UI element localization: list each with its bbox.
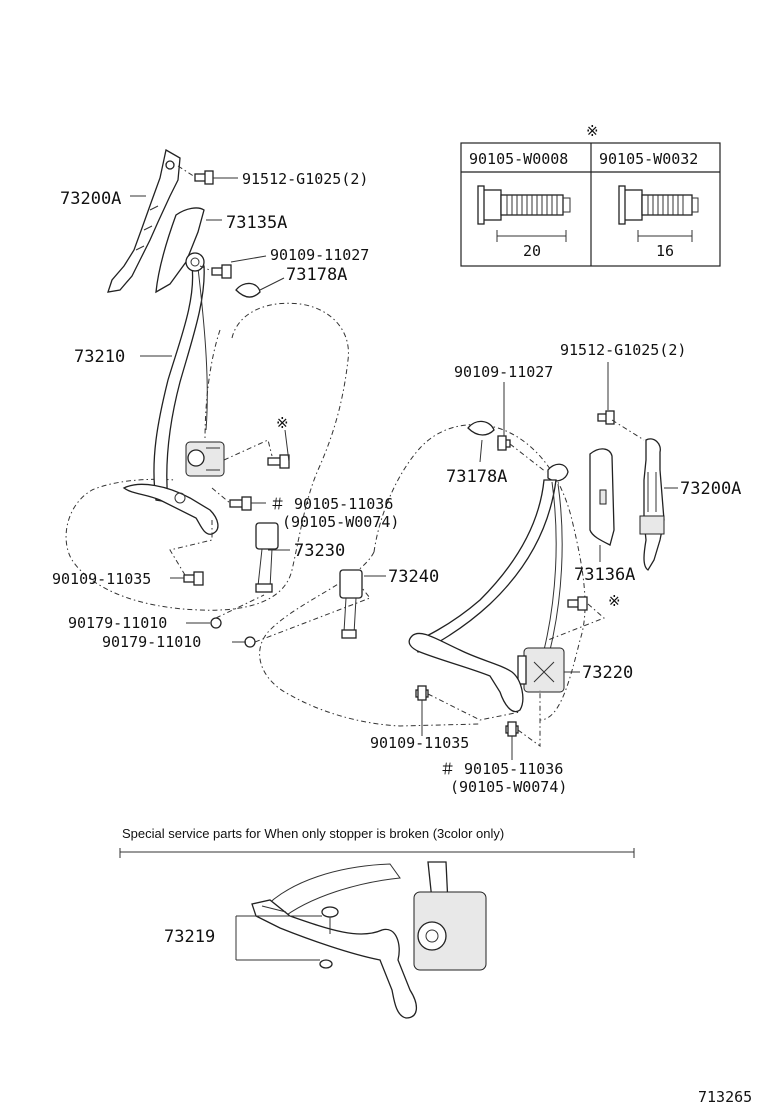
bolt-90105-11036-left	[229, 496, 252, 511]
label-73135a: 73135A	[226, 213, 287, 233]
label-90179-11010-b: 90179-11010	[102, 633, 201, 651]
leader-lines-left	[130, 165, 371, 643]
bolt-table: ※ 90105-W0008 90105-W0032 20	[460, 122, 721, 267]
bolt-mark-left	[267, 454, 290, 469]
left-seat-outline	[65, 302, 349, 611]
bolt-90105-11036-right	[505, 721, 519, 737]
buckle-73240	[339, 569, 363, 639]
bolt-90109-11035-right	[415, 685, 429, 701]
clip-73178a-left	[235, 282, 261, 298]
bolt-table-col1-length: 20	[523, 242, 541, 260]
nut-90179-a	[210, 617, 222, 629]
label-73210: 73210	[74, 347, 125, 367]
label-73200a-right: 73200A	[680, 479, 741, 499]
label-90105-11036-left: ＃ 90105-11036	[270, 495, 393, 513]
label-90105-11036-right: ＃ 90105-11036	[440, 760, 563, 778]
label-73220: 73220	[582, 663, 633, 683]
label-73178a-left: 73178A	[286, 265, 347, 285]
label-90109-11027-right: 90109-11027	[454, 363, 553, 381]
stopper-detail-drawing	[251, 861, 487, 1019]
bolt-w0008-drawing	[477, 185, 571, 242]
label-90109-11027-left: 90109-11027	[270, 246, 369, 264]
lower-anchor-right	[408, 632, 524, 713]
service-note: Special service parts for When only stop…	[122, 826, 504, 841]
buckle-73230	[255, 522, 279, 593]
label-90105-w0074-left: (90105-W0074)	[282, 513, 399, 531]
label-90109-11035-left: 90109-11035	[52, 570, 151, 588]
bolt-mark-right	[567, 596, 588, 611]
label-90179-11010-a: 90179-11010	[68, 614, 167, 632]
cover-73135a	[155, 207, 205, 294]
label-90109-11035-right: 90109-11035	[370, 734, 469, 752]
leader-lines-right	[364, 362, 678, 760]
bolt-90109-11027-left	[211, 264, 232, 279]
right-seat-outline	[259, 424, 586, 727]
bolt-91512-left	[194, 170, 214, 185]
label-73200a-left: 73200A	[60, 189, 121, 209]
clip-73178a-right	[467, 420, 495, 436]
label-73178a-right: 73178A	[446, 467, 507, 487]
retractor-right	[517, 647, 565, 693]
bolt-table-col2-length: 16	[656, 242, 674, 260]
bolt-table-mark: ※	[586, 122, 599, 140]
reference-code: 713265	[698, 1088, 752, 1106]
label-mark-right: ※	[608, 592, 621, 610]
label-73230: 73230	[294, 541, 345, 561]
label-73136a: 73136A	[574, 565, 635, 585]
seat-belt-73220	[410, 463, 569, 653]
bolt-91512-right	[597, 410, 615, 425]
bolt-90109-11027-right	[497, 435, 511, 451]
bolt-table-col2-part: 90105-W0032	[599, 150, 698, 168]
label-73219: 73219	[164, 927, 215, 947]
service-parts-section: Special service parts for When only stop…	[119, 826, 635, 1019]
label-91512-g1025-left: 91512-G1025(2)	[242, 170, 368, 188]
anchor-plate-73200a-right	[639, 438, 665, 571]
label-73240: 73240	[388, 567, 439, 587]
label-91512-g1025-right: 91512-G1025(2)	[560, 341, 686, 359]
label-90105-w0074-right: (90105-W0074)	[450, 778, 567, 796]
retractor-left	[185, 441, 225, 477]
bolt-w0032-drawing	[618, 185, 699, 242]
bolt-90109-11035-left	[183, 571, 204, 586]
bolt-table-col1-part: 90105-W0008	[469, 150, 568, 168]
lower-anchor-left	[122, 483, 219, 535]
cover-73136a	[589, 448, 615, 546]
label-mark-left: ※	[276, 414, 289, 432]
nut-90179-b	[244, 636, 256, 648]
anchor-plate-73200a-left	[107, 148, 181, 293]
